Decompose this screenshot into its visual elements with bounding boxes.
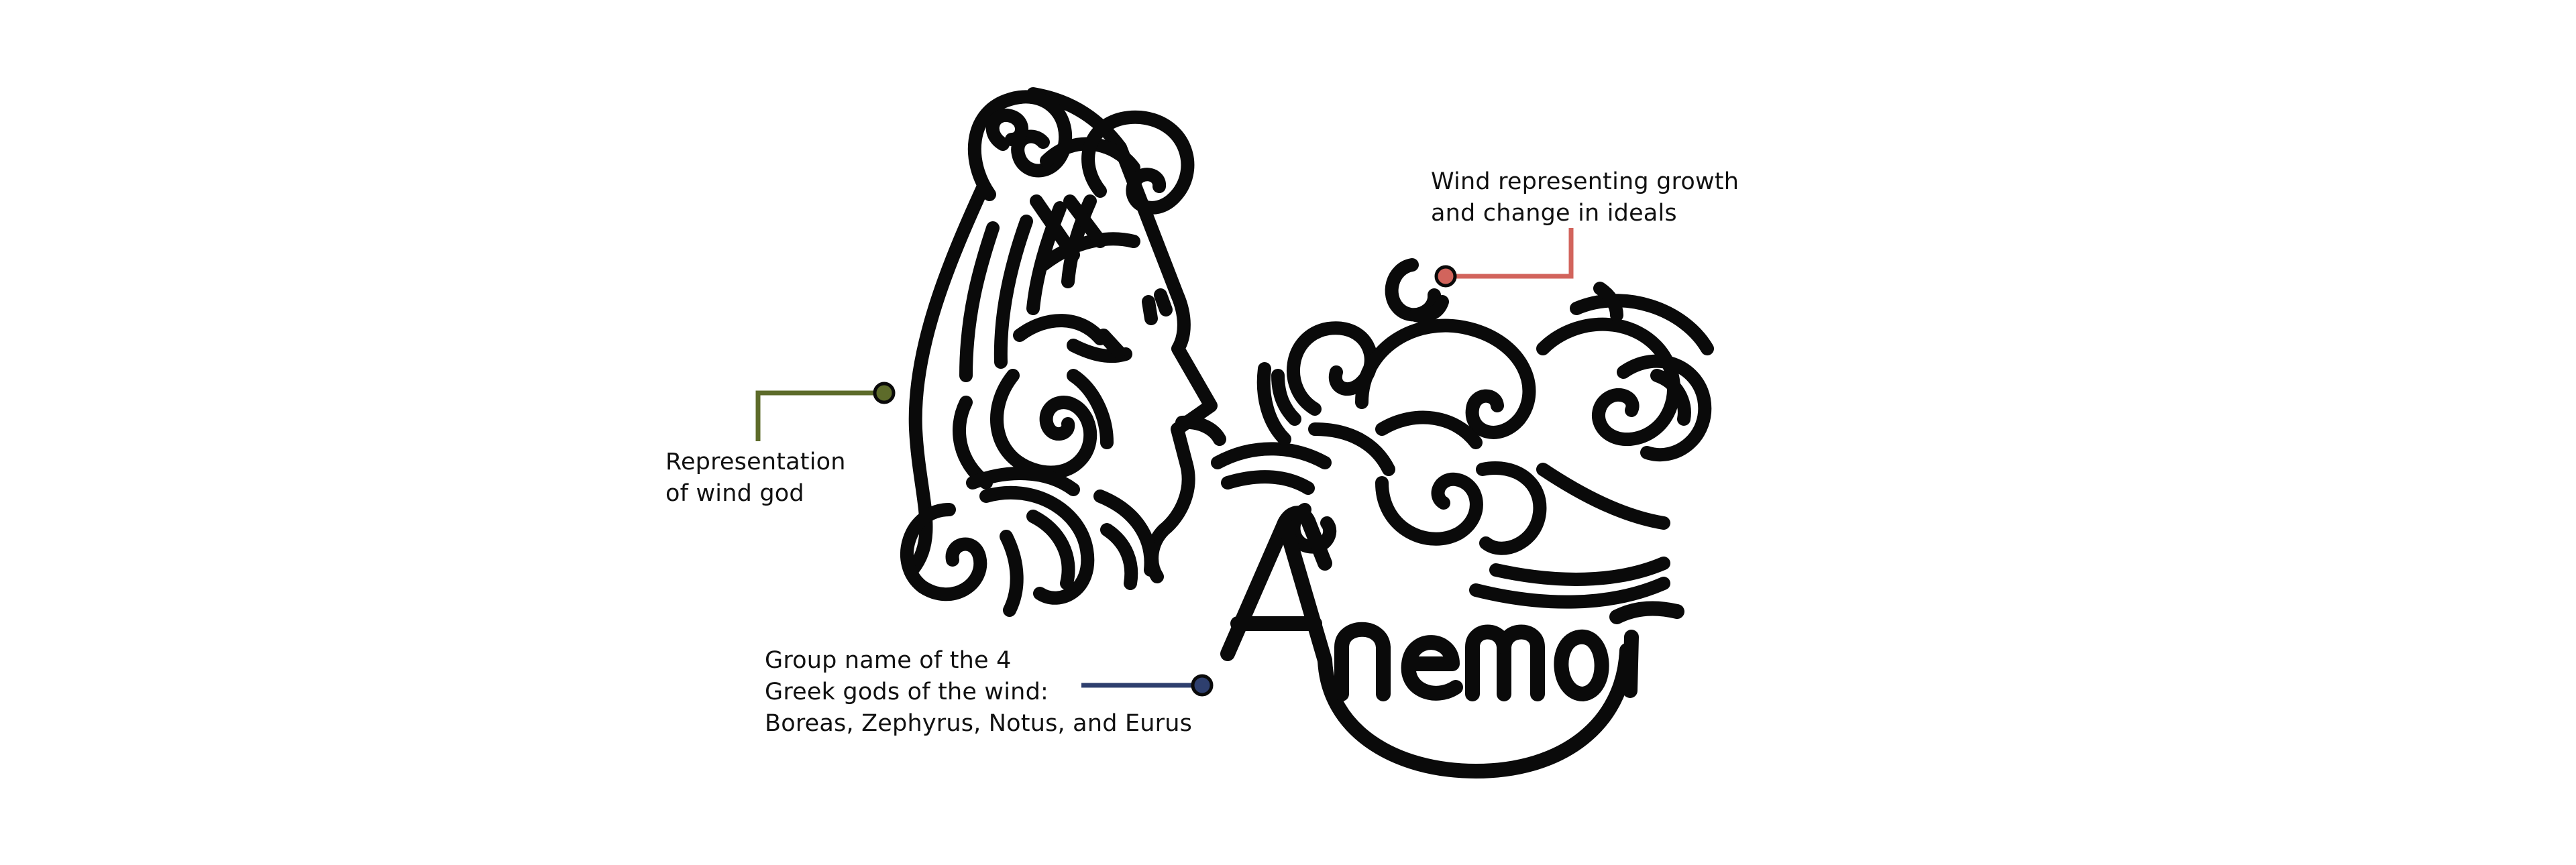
- annotation-growth-line-2: and change in ideals: [1431, 200, 1677, 227]
- annotation-growth: Wind representing growth and change in i…: [1431, 166, 1739, 229]
- annotation-group-name-line-1: Group name of the 4: [765, 647, 1012, 674]
- callout-growth-line: [1446, 228, 1574, 279]
- annotation-growth-line-1: Wind representing growth: [1431, 168, 1739, 195]
- callout-wind-god-dot: [873, 382, 896, 404]
- annotation-group-name: Group name of the 4 Greek gods of the wi…: [765, 645, 1192, 740]
- anemoi-logo: [900, 87, 1714, 778]
- wind-swirls: [1211, 258, 1714, 609]
- callout-group-name-dot: [1191, 674, 1214, 697]
- callout-growth-dot: [1434, 265, 1457, 288]
- annotation-wind-god: Representation of wind god: [665, 447, 846, 510]
- anemoi-wordmark: [1220, 506, 1684, 778]
- annotation-group-name-line-3: Boreas, Zephyrus, Notus, and Eurus: [765, 710, 1193, 737]
- annotation-wind-god-line-1: Representation: [665, 449, 846, 475]
- callout-group-name: [1081, 674, 1214, 697]
- wind-god-head: [900, 87, 1226, 617]
- annotation-wind-god-line-2: of wind god: [665, 480, 804, 507]
- callout-growth: [1434, 228, 1574, 288]
- callout-wind-god-line: [755, 390, 884, 441]
- annotation-group-name-line-2: Greek gods of the wind:: [765, 679, 1049, 705]
- callout-wind-god: [755, 382, 896, 441]
